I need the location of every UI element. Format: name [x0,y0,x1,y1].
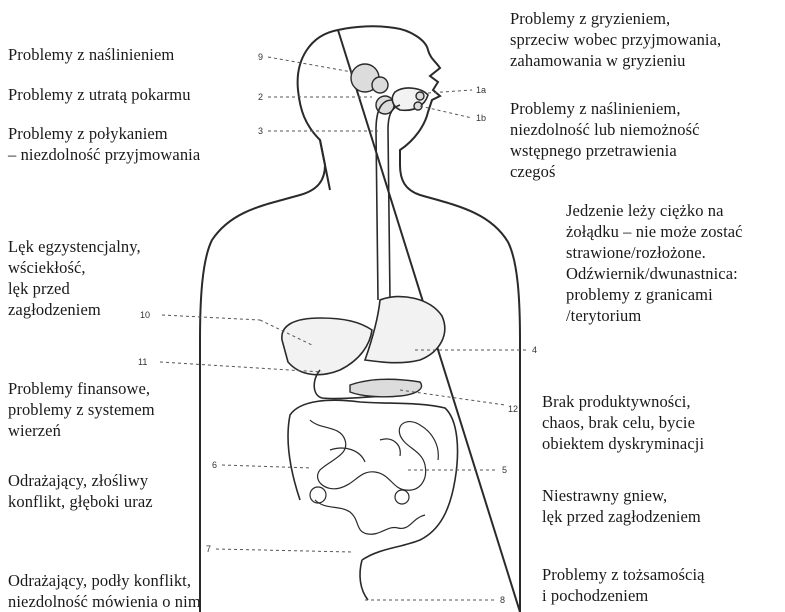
label-number-1b: 1b [476,113,486,123]
esophagus-inner [388,105,400,300]
label-number-11: 11 [138,357,147,367]
annotation-line: Problemy z połykaniem [8,123,200,144]
annotation-line: Odźwiernik/dwunastnica: [566,263,743,284]
annotation-line: Problemy z tożsamością [542,564,705,585]
annotation-line: czegoś [510,161,700,182]
label-number-8: 8 [500,595,505,605]
leader-10 [162,315,260,320]
annotation-7: Odrażający, podły konflikt, niezdolność … [8,570,201,612]
annotation-line: problemy z granicami [566,284,743,305]
annotation-line: wstępnego przetrawienia [510,140,700,161]
annotation-2: Problemy z utratą pokarmu [8,84,191,105]
annotation-line: Jedzenie leży ciężko na [566,200,743,221]
annotation-1b: Problemy z naślinieniem, niezdolność lub… [510,98,700,182]
pancreas [350,379,422,396]
annotation-line: lęk przed [8,278,141,299]
annotation-line: zahamowania w gryzieniu [510,50,721,71]
annotation-line: Lęk egzystencjalny, [8,236,141,257]
annotation-line: Problemy z naślinieniem, [510,98,700,119]
annotation-9: Problemy z naślinieniem [8,44,174,65]
annotation-5: Niestrawny gniew, lęk przed zagłodzeniem [542,485,701,527]
label-number-9: 9 [258,52,263,62]
annotation-line: Niestrawny gniew, [542,485,701,506]
label-number-10: 10 [140,310,150,320]
annotation-line: niezdolność mówienia o nim [8,591,201,612]
label-number-5: 5 [502,465,507,475]
annotation-line: obiektem dyskryminacji [542,433,704,454]
rectum [360,560,368,600]
annotation-line: problemy z systemem [8,399,155,420]
annotation-line: wierzeń [8,420,155,441]
teeth [416,92,424,100]
annotation-line: konflikt, głęboki uraz [8,491,153,512]
annotation-8: Problemy z tożsamością i pochodzeniem [542,564,705,606]
label-number-1a: 1a [476,85,486,95]
intestine-loop-2 [395,490,409,504]
annotation-line: Problemy z naślinieniem [8,44,174,65]
neck-left [320,140,330,190]
annotation-line: Odrażający, podły konflikt, [8,570,201,591]
leader-6 [222,465,312,468]
label-number-3: 3 [258,126,263,136]
annotation-4: Jedzenie leży ciężko na żołądku – nie mo… [566,200,743,326]
annotation-line: strawione/rozłożone. [566,242,743,263]
annotation-line: Brak produktywności, [542,391,704,412]
annotation-11: Problemy finansowe, problemy z systemem … [8,378,155,441]
leader-7 [216,549,352,552]
annotation-12: Brak produktywności, chaos, brak celu, b… [542,391,704,454]
annotation-line: chaos, brak celu, bycie [542,412,704,433]
annotation-line: sprzeciw wobec przyjmowania, [510,29,721,50]
label-number-7: 7 [206,544,211,554]
annotation-line: Problemy z gryzieniem, [510,8,721,29]
annotation-line: Odrażający, złośliwy [8,470,153,491]
annotation-6: Odrażający, złośliwy konflikt, głęboki u… [8,470,153,512]
annotation-line: lęk przed zagłodzeniem [542,506,701,527]
annotation-line: zagłodzeniem [8,299,141,320]
label-number-2: 2 [258,92,263,102]
leader-9 [268,57,352,72]
annotation-line: Problemy z utratą pokarmu [8,84,191,105]
annotation-3: Problemy z połykaniem – niezdolność przy… [8,123,200,165]
annotation-1a: Problemy z gryzieniem, sprzeciw wobec pr… [510,8,721,71]
label-number-12: 12 [508,404,518,414]
annotation-line: niezdolność lub niemożność [510,119,700,140]
annotation-line: /terytorium [566,305,743,326]
intestine-loop [310,487,326,503]
annotation-line: wściekłość, [8,257,141,278]
liver [282,318,372,375]
small-intestine [310,420,438,534]
stomach [365,297,445,363]
annotation-10: Lęk egzystencjalny, wściekłość, lęk prze… [8,236,141,320]
salivary-gland-2 [372,77,388,93]
label-number-6: 6 [212,460,217,470]
label-number-4: 4 [532,345,537,355]
annotation-line: Problemy finansowe, [8,378,155,399]
large-intestine [288,400,457,560]
annotation-line: – niezdolność przyjmowania [8,144,200,165]
annotation-line: żołądku – nie może zostać [566,221,743,242]
annotation-line: i pochodzeniem [542,585,705,606]
